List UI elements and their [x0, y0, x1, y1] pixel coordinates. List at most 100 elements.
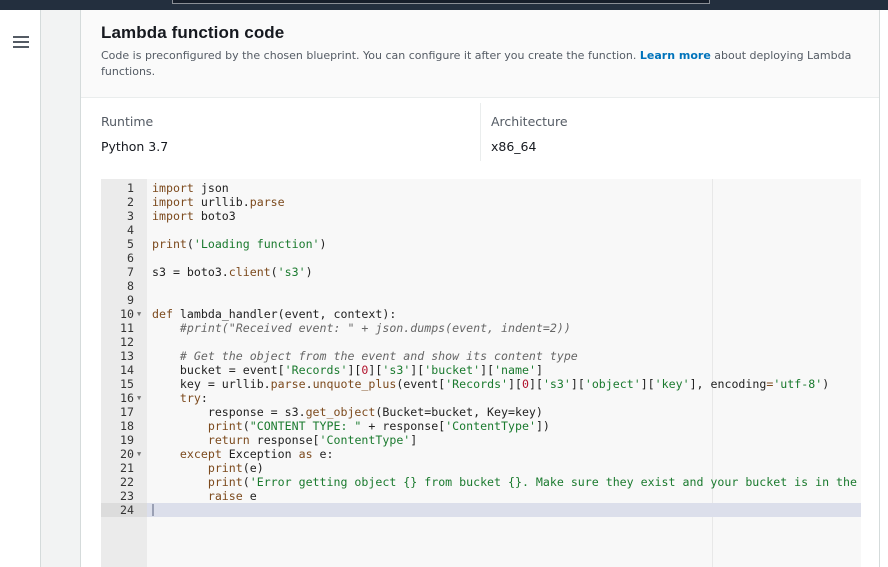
code-text: # Get the object from the event and show…	[152, 349, 578, 363]
line-number: 16	[120, 391, 134, 405]
code-text: print('Loading function')	[152, 237, 327, 251]
learn-more-link[interactable]: Learn more	[639, 49, 711, 62]
code-line[interactable]: 23 raise e	[101, 489, 861, 503]
description-text: Code is preconfigured by the chosen blue…	[101, 49, 640, 62]
code-line[interactable]: 10▼def lambda_handler(event, context):	[101, 307, 861, 321]
code-text: #print("Received event: " + json.dumps(e…	[152, 321, 571, 335]
code-token: 'Error getting object {} from bucket {}.…	[249, 475, 857, 489]
code-token: 'ContentType'	[319, 433, 411, 447]
code-token: ][	[508, 377, 522, 391]
code-token: # Get the object from the event and show…	[179, 349, 578, 363]
code-token: "CONTENT TYPE: "	[249, 419, 362, 433]
code-token	[152, 433, 208, 447]
runtime-label: Runtime	[101, 114, 154, 129]
code-token: (	[270, 265, 278, 279]
code-line[interactable]: 12	[101, 335, 861, 349]
fold-toggle-icon[interactable]: ▼	[137, 450, 142, 458]
code-line[interactable]: 13 # Get the object from the event and s…	[101, 349, 861, 363]
code-token: .	[305, 377, 313, 391]
code-token: ])	[535, 419, 550, 433]
code-token	[152, 489, 208, 503]
code-line[interactable]: 6	[101, 251, 861, 265]
line-number: 3	[127, 209, 134, 223]
code-token: )	[319, 237, 327, 251]
code-token: try	[179, 391, 201, 405]
code-text: try:	[152, 391, 208, 405]
line-number: 9	[127, 293, 134, 307]
fold-toggle-icon[interactable]: ▼	[137, 310, 142, 318]
code-line[interactable]: 14 bucket = event['Records'][0]['s3']['b…	[101, 363, 861, 377]
code-token: as	[298, 447, 313, 461]
line-number: 4	[127, 223, 134, 237]
code-token	[152, 419, 208, 433]
code-token: 's3'	[382, 363, 411, 377]
code-token: ][	[640, 377, 655, 391]
code-token: )	[305, 265, 313, 279]
panel-title: Lambda function code	[101, 23, 285, 42]
code-token: 's3'	[542, 377, 571, 391]
code-line[interactable]: 7 s3 = boto3.client('s3')	[101, 265, 861, 279]
line-number: 12	[120, 335, 134, 349]
code-token: 'object'	[584, 377, 641, 391]
code-token: 'utf-8'	[773, 377, 823, 391]
code-line[interactable]: 11 #print("Received event: " + json.dump…	[101, 321, 861, 335]
code-token: (	[242, 475, 250, 489]
code-token	[152, 349, 180, 363]
code-token: response = s3.	[152, 405, 306, 419]
code-line[interactable]: 17 response = s3.get_object(Bucket=bucke…	[101, 405, 861, 419]
code-token: except	[179, 447, 222, 461]
fold-toggle-icon[interactable]: ▼	[137, 394, 142, 402]
code-token: (	[186, 237, 194, 251]
code-token: parse	[270, 377, 306, 391]
code-line[interactable]: 8	[101, 279, 861, 293]
code-token: (e)	[242, 461, 264, 475]
code-text: import urllib.parse	[152, 195, 285, 209]
code-token: e	[242, 489, 257, 503]
line-number: 5	[127, 237, 134, 251]
code-line[interactable]: 16▼ try:	[101, 391, 861, 405]
top-navigation-bar	[0, 0, 888, 10]
code-token: (	[242, 419, 250, 433]
code-token: =	[766, 377, 774, 391]
code-token: ][	[347, 363, 362, 377]
code-text: bucket = event['Records'][0]['s3']['buck…	[152, 363, 543, 377]
code-text: s3 = boto3.client('s3')	[152, 265, 313, 279]
code-token: 'name'	[494, 363, 536, 377]
code-token: ][	[480, 363, 495, 377]
code-line[interactable]: 20▼ except Exception as e:	[101, 447, 861, 461]
code-token: )	[822, 377, 830, 391]
code-token: boto3	[193, 209, 236, 223]
code-token: Exception	[221, 447, 299, 461]
search-input[interactable]	[172, 0, 710, 4]
code-token	[152, 321, 180, 335]
line-number: 20	[120, 447, 134, 461]
code-line[interactable]: 24	[101, 503, 861, 517]
code-token	[152, 391, 180, 405]
line-number: 7	[127, 265, 134, 279]
text-cursor	[152, 504, 154, 516]
lambda-function-code-panel: Lambda function code Code is preconfigur…	[81, 10, 880, 567]
hamburger-menu-icon[interactable]	[13, 36, 29, 48]
line-number: 1	[127, 181, 134, 195]
code-token: client	[228, 265, 271, 279]
code-token: ][	[368, 363, 383, 377]
code-line[interactable]: 18 print("CONTENT TYPE: " + response['Co…	[101, 419, 861, 433]
description-text: about deploying Lambda functions.	[101, 49, 852, 78]
code-token: import	[152, 195, 194, 209]
code-line[interactable]: 19 return response['ContentType']	[101, 433, 861, 447]
code-line[interactable]: 4	[101, 223, 861, 237]
code-line[interactable]: 9	[101, 293, 861, 307]
code-line[interactable]: 15 key = urllib.parse.unquote_plus(event…	[101, 377, 861, 391]
code-token: json	[193, 181, 229, 195]
line-number: 15	[120, 377, 134, 391]
code-line[interactable]: 21 print(e)	[101, 461, 861, 475]
code-line[interactable]: 5 print('Loading function')	[101, 237, 861, 251]
code-line[interactable]: 22 print('Error getting object {} from b…	[101, 475, 861, 489]
code-token: ][	[528, 377, 543, 391]
code-token: parse	[249, 195, 285, 209]
